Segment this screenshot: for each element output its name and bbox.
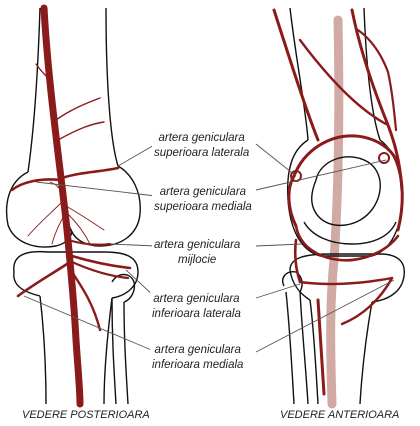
label-inferior-medial-line1: artera geniculara bbox=[154, 344, 241, 356]
label-superior-medial: artera geniculara superioara mediala bbox=[152, 185, 254, 215]
label-inferior-lateral: artera geniculara inferioara laterala bbox=[150, 292, 243, 322]
label-middle-line2: mijlocie bbox=[177, 254, 217, 266]
anterior-view bbox=[272, 7, 405, 409]
label-middle: artera geniculara mijlocie bbox=[152, 238, 243, 268]
leader-lines bbox=[23, 143, 395, 353]
label-inferior-lateral-line1: artera geniculara bbox=[153, 293, 240, 305]
posterior-tibia bbox=[13, 250, 139, 405]
caption-posterior: VEDERE POSTERIOARA bbox=[22, 409, 150, 421]
label-inferior-medial-line2: inferioara mediala bbox=[152, 359, 244, 371]
label-inferior-medial: artera geniculara inferioara mediala bbox=[150, 343, 246, 373]
label-inferior-lateral-line2: inferioara laterala bbox=[152, 308, 241, 320]
label-superior-medial-line1: artera geniculara bbox=[159, 186, 247, 198]
label-superior-medial-line2: superioara mediala bbox=[154, 201, 252, 213]
label-superior-lateral: artera geniculara superioara laterala bbox=[152, 131, 252, 161]
caption-anterior: VEDERE ANTERIOARA bbox=[280, 409, 400, 421]
posterior-view bbox=[5, 4, 141, 408]
label-middle-line1: artera geniculara bbox=[154, 239, 241, 251]
label-superior-lateral-line2: superioara laterala bbox=[154, 147, 250, 159]
label-superior-lateral-line1: artera geniculara bbox=[158, 132, 245, 144]
patella bbox=[311, 156, 381, 227]
posterior-arteries bbox=[10, 4, 132, 408]
popliteal-artery bbox=[40, 4, 84, 408]
anterior-bones bbox=[282, 7, 405, 405]
anterior-arteries bbox=[272, 8, 404, 396]
posterior-femur bbox=[5, 7, 141, 248]
